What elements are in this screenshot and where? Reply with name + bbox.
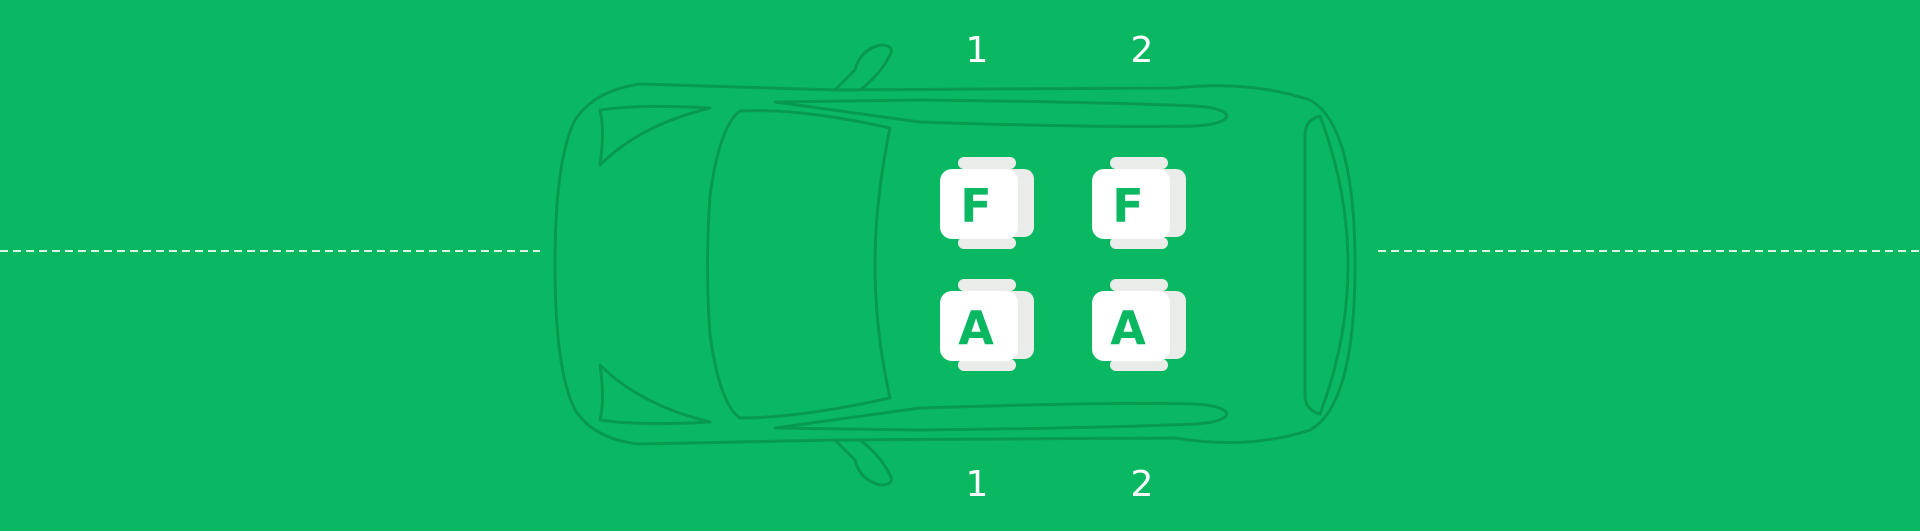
seat-type-label: A (958, 301, 994, 355)
seat-row-label-top-2: 2 (1131, 30, 1154, 71)
child-seat-front-1: F (940, 157, 1034, 249)
seat-type-label: F (1112, 179, 1143, 233)
child-seat-rear-1: A (940, 279, 1034, 371)
seat-type-label: A (1110, 301, 1146, 355)
seat-row-label-bottom-1: 1 (966, 464, 989, 505)
child-seat-front-2: F (1092, 157, 1186, 249)
seat-row-label-bottom-2: 2 (1131, 464, 1154, 505)
child-seat-rear-2: A (1092, 279, 1186, 371)
seat-row-label-top-1: 1 (966, 30, 989, 71)
seat-type-label: F (960, 179, 991, 233)
car-top-view-icon (553, 43, 1357, 487)
